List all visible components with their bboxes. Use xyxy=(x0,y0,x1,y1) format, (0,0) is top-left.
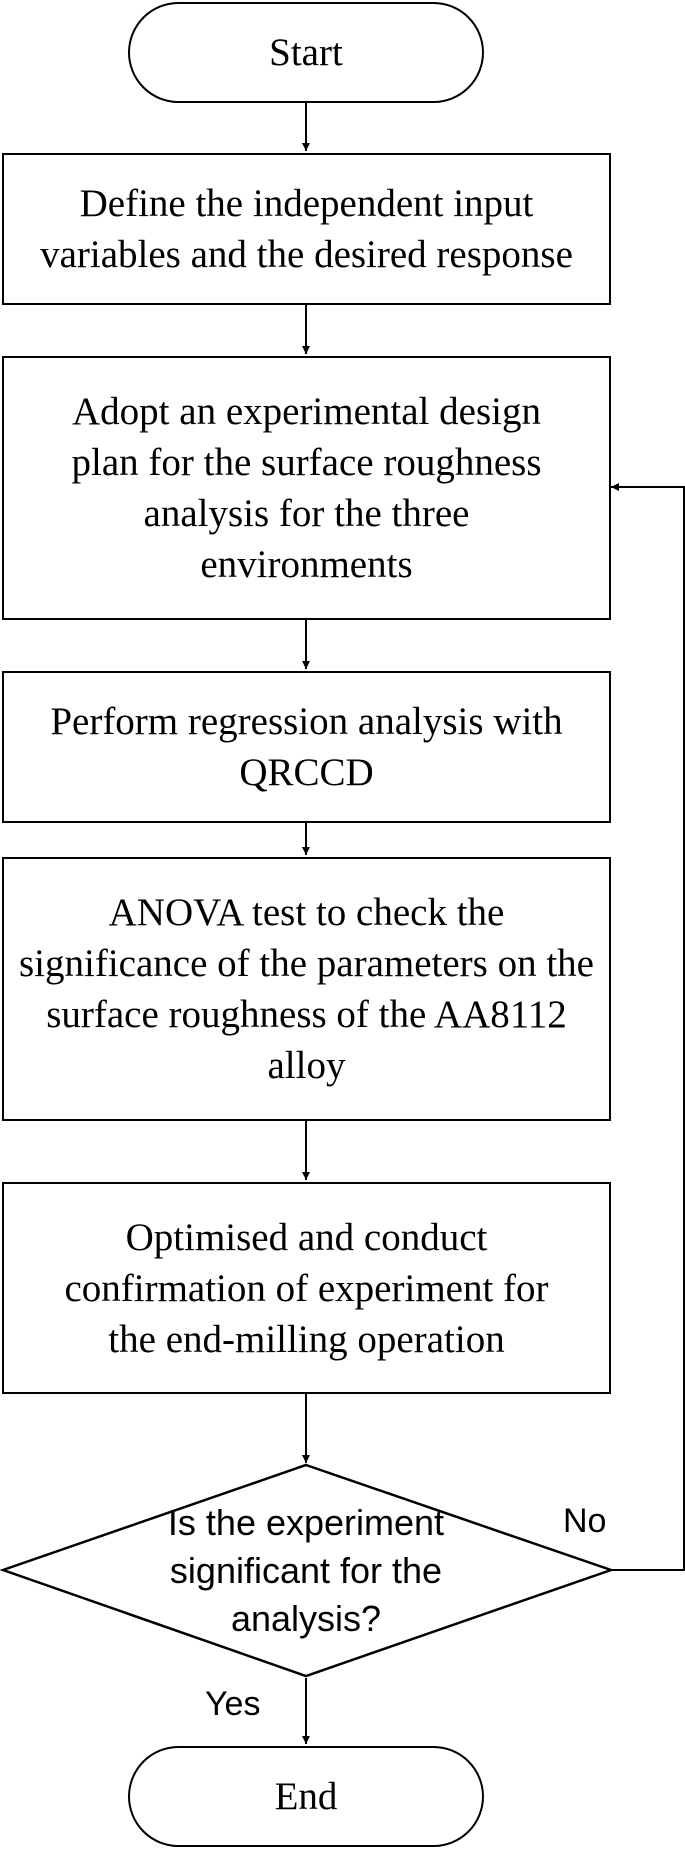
step-regression-analysis: Perform regression analysis with QRCCD xyxy=(2,671,611,823)
step-define-variables-label: Define the independent input variables a… xyxy=(40,182,573,276)
step-optimise-confirm: Optimised and conduct confirmation of ex… xyxy=(2,1182,611,1394)
step-adopt-design-plan-label: Adopt an experimental design plan for th… xyxy=(71,390,542,586)
arrow-no-loop xyxy=(611,483,685,1571)
step-optimise-confirm-label: Optimised and conduct confirmation of ex… xyxy=(64,1215,549,1361)
step-anova-test: ANOVA test to check the significance of … xyxy=(2,857,611,1121)
step-define-variables: Define the independent input variables a… xyxy=(2,153,611,305)
end-label: End xyxy=(274,1775,338,1818)
start-label: Start xyxy=(269,31,343,74)
yes-label: Yes xyxy=(205,1685,261,1723)
end-terminal: End xyxy=(128,1746,484,1847)
step-anova-test-label: ANOVA test to check the significance of … xyxy=(18,891,594,1087)
decision-diamond xyxy=(0,1463,615,1678)
decision-label-box: Is the experiment significant for the an… xyxy=(136,1500,476,1642)
no-label: No xyxy=(563,1502,607,1540)
decision-label: Is the experiment significant for the an… xyxy=(167,1502,445,1639)
step-adopt-design-plan: Adopt an experimental design plan for th… xyxy=(2,356,611,620)
step-regression-analysis-label: Perform regression analysis with QRCCD xyxy=(50,700,563,794)
start-terminal: Start xyxy=(128,2,484,103)
